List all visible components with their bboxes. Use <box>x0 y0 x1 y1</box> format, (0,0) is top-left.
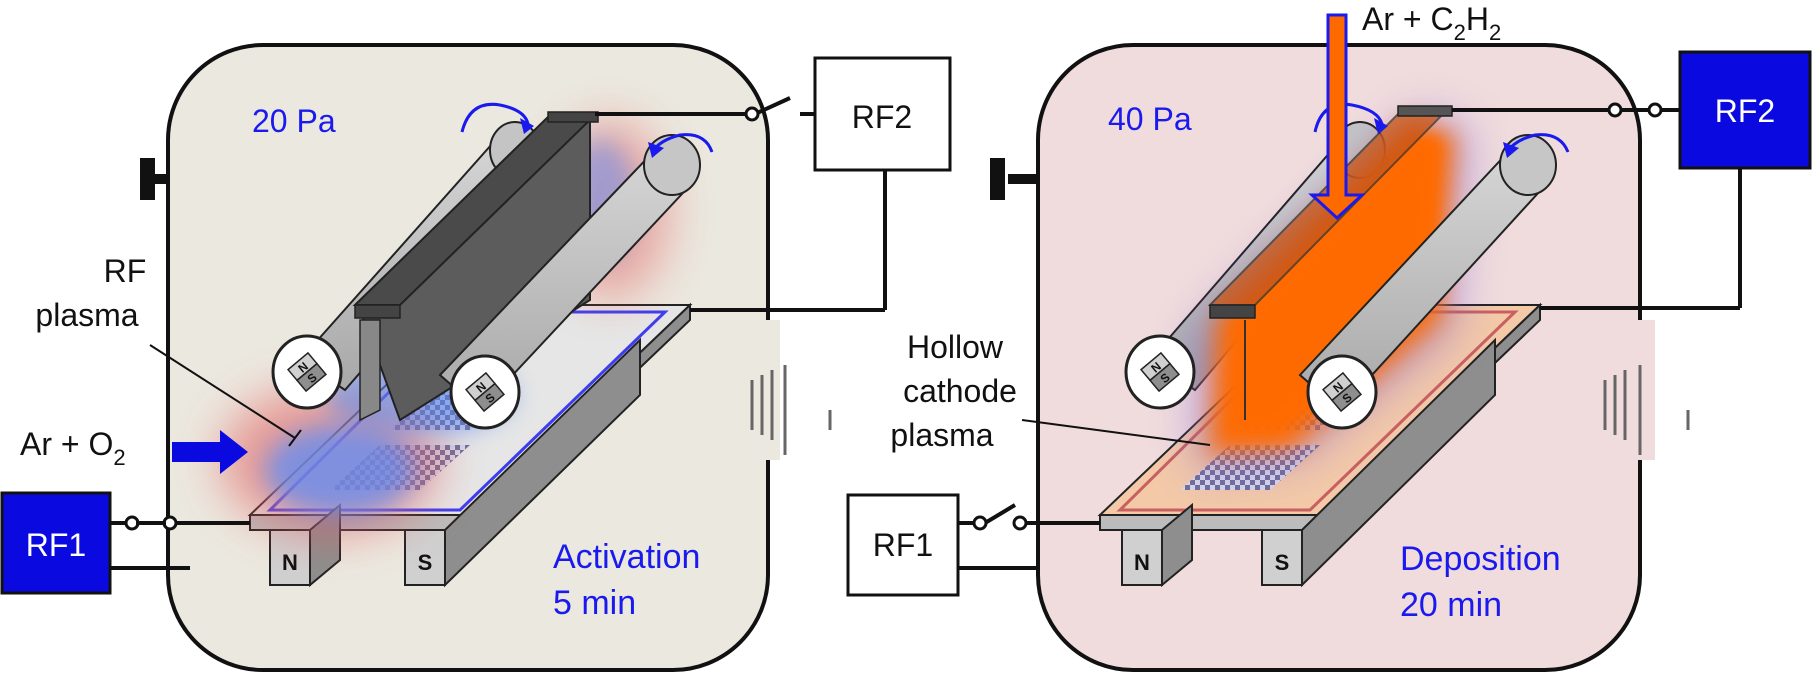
left-wiring <box>110 96 887 570</box>
right-rf1-box: RF1 <box>846 493 960 597</box>
right-plasma-leader <box>1021 419 1211 446</box>
right-pump-port <box>990 158 1040 200</box>
left-rotation-arrows <box>460 102 714 158</box>
right-magnet-n-label: N <box>1134 550 1150 575</box>
left-back-roller-cap: N S <box>271 334 343 410</box>
left-rf2-box: RF2 <box>813 56 952 172</box>
left-rf1-label: RF1 <box>26 527 86 563</box>
right-stage-time: 20 min <box>1400 586 1502 624</box>
right-front-roller-cap: N S <box>1306 354 1378 430</box>
right-plasma-label-line3: plasma <box>890 417 993 453</box>
left-plasma-label-line1: RF <box>104 253 147 289</box>
left-plate-electrode <box>352 111 599 422</box>
right-back-roller-cap: N S <box>1124 334 1196 410</box>
right-switch-terminals <box>972 102 1663 531</box>
right-port-marks <box>1603 365 1690 455</box>
right-plasma-label-line1: Hollow <box>907 329 1004 365</box>
left-stage-name: Activation <box>553 538 700 576</box>
left-magnet-s: S <box>404 337 641 588</box>
left-gas-arrow <box>172 430 248 474</box>
left-gas-label: Ar + O2 <box>20 426 126 470</box>
right-stage-name: Deposition <box>1400 540 1561 578</box>
right-wiring <box>957 108 1742 570</box>
left-rf1-box: RF1 <box>0 491 112 595</box>
left-plasma-label-line2: plasma <box>35 297 138 333</box>
left-plasma-leader <box>149 344 302 447</box>
left-pressure: 20 Pa <box>252 103 336 139</box>
right-rf2-box: RF2 <box>1678 50 1812 170</box>
left-magnet-s-label: S <box>418 550 433 575</box>
left-pump-port <box>140 158 170 200</box>
left-front-roller-cap: N S <box>449 354 521 430</box>
right-magnet-s: S <box>1261 337 1496 588</box>
left-magnet-n-label: N <box>282 550 298 575</box>
left-rf2-label: RF2 <box>852 99 912 135</box>
left-port-marks <box>750 365 832 455</box>
right-rotation-arrows <box>1313 102 1570 158</box>
right-rf2-label: RF2 <box>1715 93 1775 129</box>
right-hollow-plasma-glow <box>1195 110 1470 470</box>
right-pressure: 40 Pa <box>1108 101 1192 137</box>
right-gas-arrow <box>1308 13 1366 221</box>
right-panel: N S <box>846 1 1812 672</box>
right-magnet-s-label: S <box>1275 550 1290 575</box>
right-magnet-n: N <box>1121 502 1193 588</box>
right-gas-label: Ar + C2H2 <box>1362 1 1501 45</box>
left-stage-time: 5 min <box>553 584 636 622</box>
left-panel: N S <box>0 43 952 672</box>
right-rf1-label: RF1 <box>873 527 933 563</box>
right-plasma-label-line2: cathode <box>903 373 1017 409</box>
